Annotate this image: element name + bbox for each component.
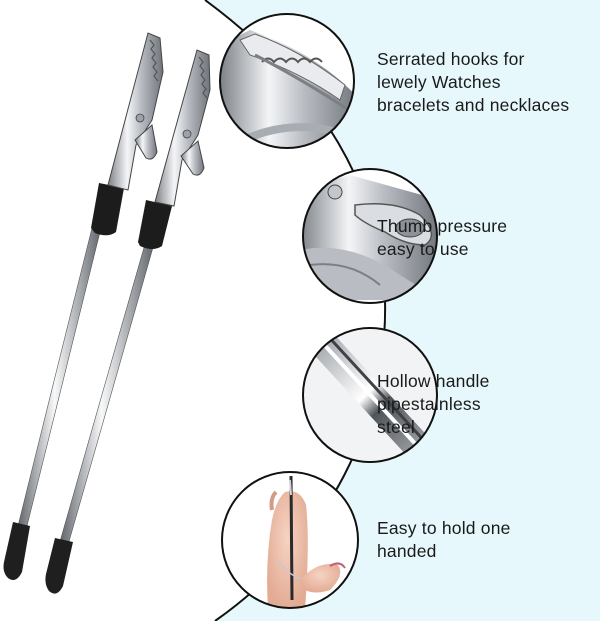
rubber-end-cap [45, 538, 73, 594]
rubber-grip [91, 183, 124, 236]
feature-caption-hollow-handle: Hollow handle pipestainless steel [377, 370, 595, 439]
steel-rod [16, 227, 102, 531]
serrated-teeth [198, 56, 208, 99]
alligator-clip-tool-left [3, 32, 164, 580]
feature-caption-thumb-pressure: Thumb pressure easy to use [377, 215, 595, 261]
caption-line: Serrated hooks for [377, 49, 525, 69]
feature-caption-serrated-hooks: Serrated hooks for lewely Watches bracel… [377, 48, 595, 117]
detail-circle-steel-rod [302, 327, 438, 463]
alligator-clip-tool-right [45, 49, 211, 594]
caption-line: steel [377, 417, 415, 437]
caption-line: Thumb pressure [377, 216, 508, 236]
caption-line: easy to use [377, 239, 469, 259]
caption-line: handed [377, 541, 437, 561]
rubber-grip [138, 200, 172, 249]
caption-line: lewely Watches [377, 72, 501, 92]
caption-line: Hollow handle [377, 371, 490, 391]
serrated-teeth [149, 39, 159, 82]
background-panel [205, 0, 600, 621]
rubber-end-cap [3, 522, 30, 580]
steel-rod [58, 243, 155, 546]
caption-line: Easy to hold one [377, 518, 511, 538]
detail-circle-thumb-lever [302, 168, 438, 304]
caption-line: pipestainless [377, 394, 481, 414]
detail-circle-serrated-jaw [219, 13, 355, 149]
feature-caption-easy-hold: Easy to hold one handed [377, 517, 595, 563]
clip-jaw [107, 32, 164, 191]
thumb-lever [180, 140, 205, 176]
detail-circle-hand-holding [221, 471, 359, 609]
thumb-lever [134, 124, 158, 160]
caption-line: bracelets and necklaces [377, 95, 570, 115]
clip-jaw [154, 49, 211, 207]
